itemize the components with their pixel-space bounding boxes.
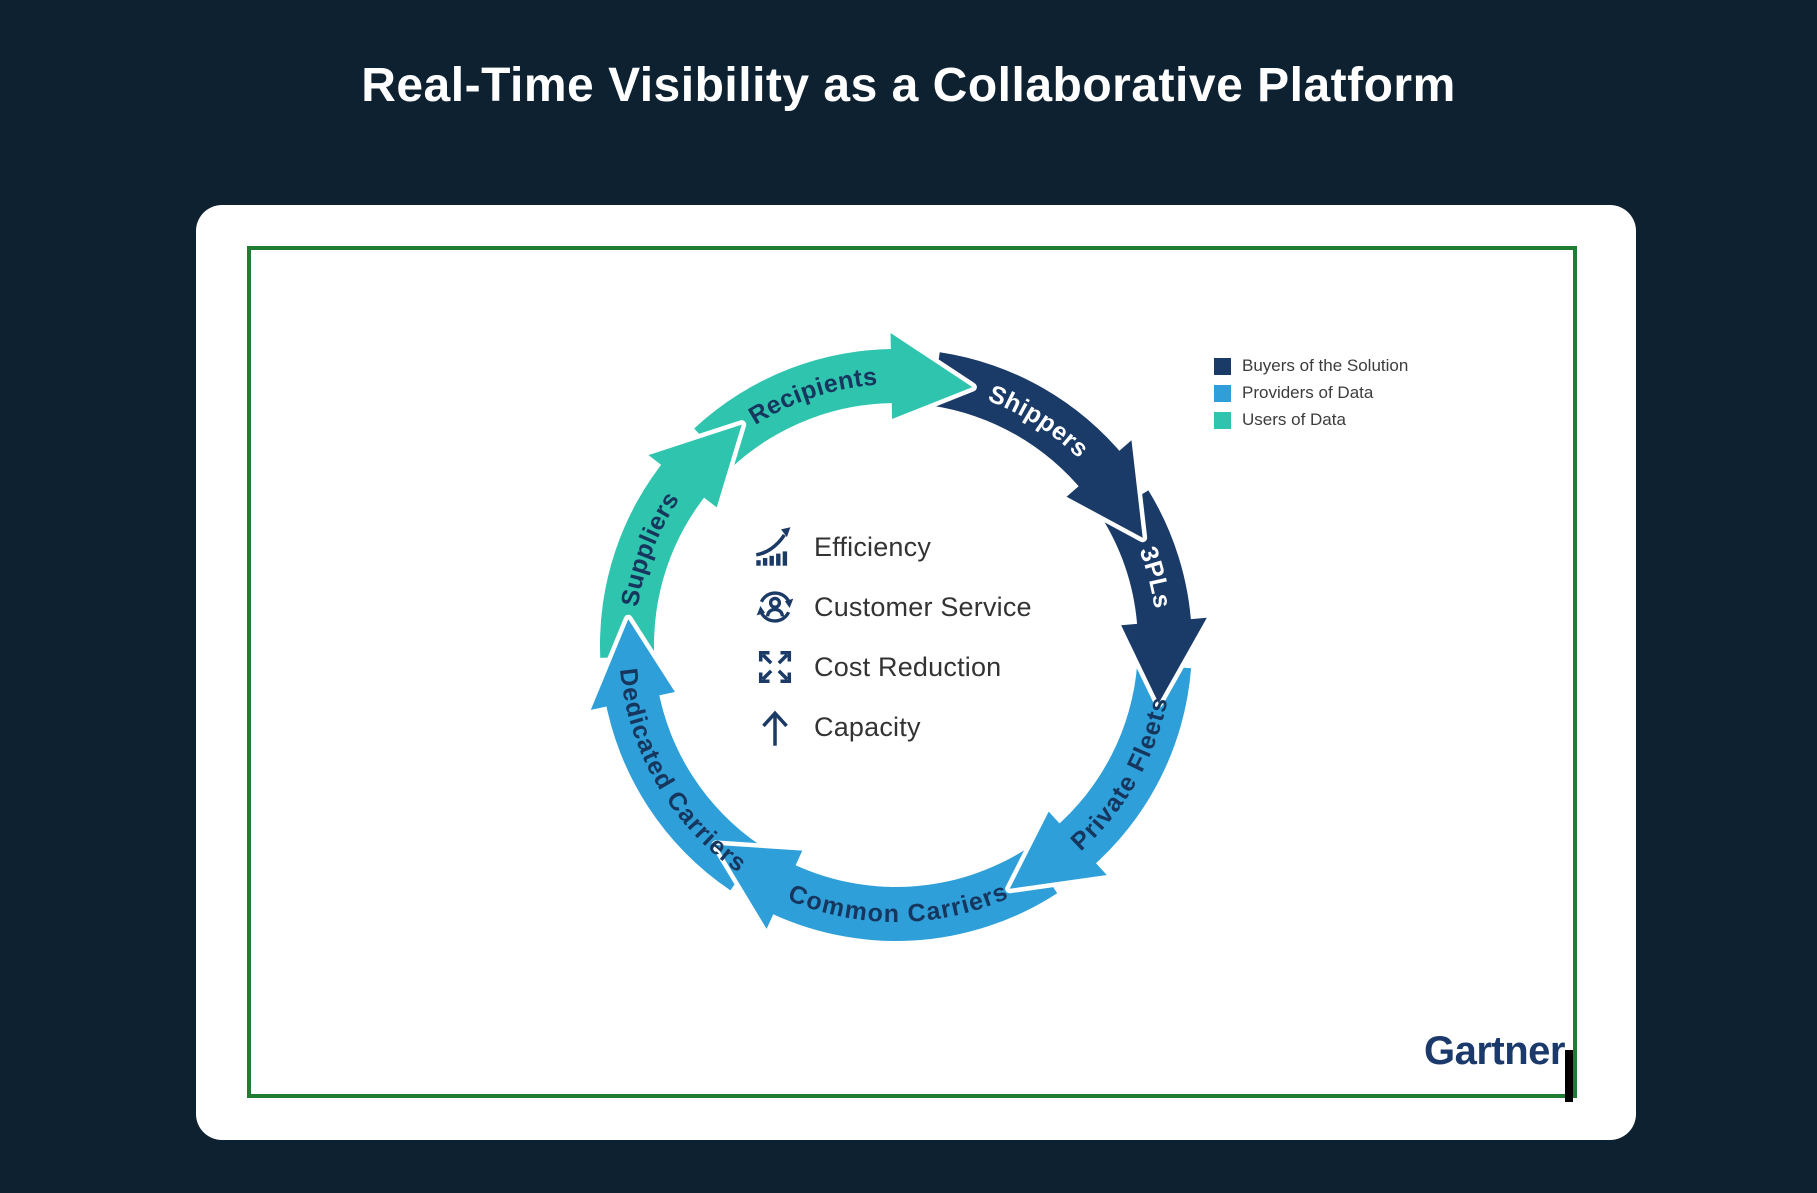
segment-arrowhead-3pls [1121,617,1207,704]
segment-arrowhead-private-fleets [1009,811,1107,889]
benefit-item-customer-service: Customer Service [752,577,1032,637]
segment-arrow-gap [886,328,977,424]
gartner-logo: Gartner [1424,1029,1571,1074]
efficiency-chart-icon [755,527,791,566]
segment-arrow-gap [643,420,747,512]
capacity-arrow-icon [762,710,788,746]
benefit-label: Customer Service [814,591,1032,622]
legend: Buyers of the Solution Providers of Data… [1214,356,1409,438]
legend-swatch-buyers [1214,357,1231,375]
benefit-label: Efficiency [814,531,932,562]
legend-swatch-users [1214,411,1231,429]
segment-arrowhead-common-carriers [716,844,803,929]
segment-arrowhead-suppliers [648,424,742,508]
benefit-item-capacity: Capacity [752,697,1032,757]
benefit-label: Cost Reduction [814,651,1002,682]
cost-reduction-icon [758,650,792,684]
legend-label: Providers of Data [1242,383,1374,402]
page-title: Real-Time Visibility as a Collaborative … [361,59,1456,112]
segment-dedicated-carriers [604,687,761,891]
segment-recipients [694,349,902,469]
legend-item-providers: Providers of Data [1214,383,1408,402]
segment-private-fleets [1053,663,1192,871]
benefit-item-efficiency: Efficiency [752,517,1032,577]
segment-arrowhead-recipients [890,333,973,420]
legend-swatch-providers [1214,384,1231,402]
legend-item-buyers: Buyers of the Solution [1214,356,1409,375]
benefit-item-cost-reduction: Cost Reduction [752,637,1032,697]
benefit-label: Capacity [814,711,921,742]
customer-service-icon [756,591,794,623]
segment-shippers [931,352,1127,493]
legend-item-users: Users of Data [1214,410,1408,429]
segment-arrowhead-shippers [1066,440,1143,538]
segment-arrow-gap [1116,613,1212,708]
segment-arrowhead-dedicated-carriers [590,619,675,710]
segment-suppliers [600,456,710,658]
legend-label: Users of Data [1242,410,1346,429]
figure-green-border [247,246,1577,1098]
benefit-list: Efficiency Customer Service [752,517,1032,757]
text-cursor-artifact [1565,1050,1573,1102]
segment-common-carriers [763,847,1058,941]
legend-label: Buyers of the Solution [1242,356,1409,375]
gartner-logo-text: Gartner [1424,1029,1566,1073]
